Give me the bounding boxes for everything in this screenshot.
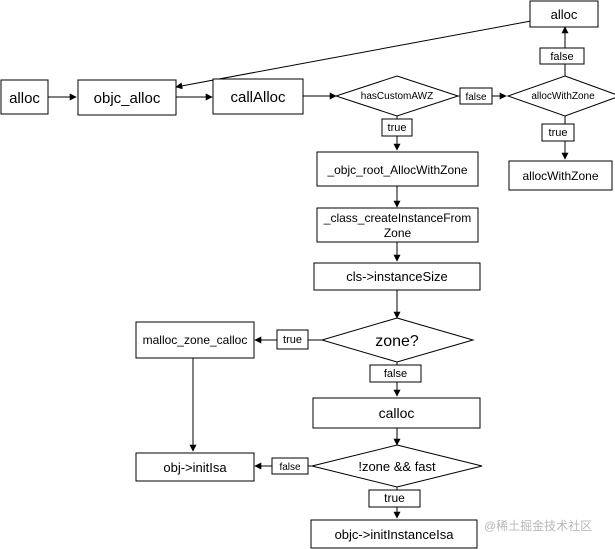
decision-zone-label: zone?	[375, 333, 419, 350]
label-allocwithzone-true-text: true	[549, 127, 568, 139]
label-zone-false-text: false	[384, 368, 407, 380]
label-zonefast-false: false	[271, 457, 309, 475]
node-class-createinstance-line1: _class_createInstanceFrom	[323, 211, 471, 225]
node-calloc-label: calloc	[379, 405, 415, 421]
label-hascustomawz-false-text: false	[465, 92, 487, 103]
node-objc-alloc-label: objc_alloc	[94, 90, 161, 107]
label-zone-true-text: true	[283, 334, 302, 346]
node-alloc-top: alloc	[529, 0, 599, 28]
node-class-createinstance-line2: Zone	[384, 226, 412, 240]
label-zonefast-true-text: true	[384, 491, 405, 505]
decision-zone-and-fast: !zone && fast	[311, 444, 483, 488]
label-zone-true: true	[276, 329, 309, 350]
node-malloc-zone-calloc-label: malloc_zone_calloc	[143, 333, 248, 347]
node-obj-initisa: obj->initIsa	[135, 452, 255, 482]
decision-zone: zone?	[320, 317, 475, 363]
node-class-createinstancefromzone: _class_createInstanceFrom Zone	[316, 207, 479, 243]
node-alloc-start-label: alloc	[9, 90, 40, 107]
node-objc-alloc: objc_alloc	[77, 79, 177, 116]
node-objc-root-allocwithzone-label: _objc_root_AllocWithZone	[326, 163, 467, 177]
label-allocwithzone-false-text: false	[550, 51, 573, 63]
label-zonefast-true: true	[368, 489, 421, 508]
label-zone-false: false	[369, 364, 422, 383]
decision-hascustomawz: hasCustomAWZ	[334, 75, 460, 117]
node-obj-initisa-label: obj->initIsa	[163, 460, 227, 475]
node-alloc-top-label: alloc	[551, 7, 578, 22]
edge-alloc-top-to-objc-alloc	[175, 20, 532, 90]
decision-allocwithzone-label: allocWithZone	[531, 91, 595, 102]
label-hascustomawz-true: true	[381, 118, 413, 137]
watermark: @稀土掘金技术社区	[484, 518, 592, 533]
decision-allocwithzone: allocWithZone	[506, 75, 615, 117]
label-zonefast-false-text: false	[279, 462, 301, 473]
node-objc-initinstanceisa: objc->initInstanceIsa	[310, 519, 478, 549]
node-allocwithzone-box: allocWithZone	[508, 160, 613, 191]
node-objc-initinstanceisa-label: objc->initInstanceIsa	[335, 527, 455, 542]
label-allocwithzone-false: false	[539, 47, 585, 65]
node-callalloc: callAlloc	[212, 78, 304, 115]
decision-zone-and-fast-label: !zone && fast	[358, 459, 436, 474]
node-calloc: calloc	[312, 397, 481, 429]
label-allocwithzone-true: true	[541, 123, 575, 142]
decision-hascustomawz-label: hasCustomAWZ	[361, 91, 433, 102]
node-instancesize: cls->instanceSize	[313, 262, 481, 291]
node-allocwithzone-box-label: allocWithZone	[522, 169, 598, 183]
label-hascustomawz-true-text: true	[388, 122, 407, 134]
node-callalloc-label: callAlloc	[230, 89, 286, 106]
node-malloc-zone-calloc: malloc_zone_calloc	[135, 321, 255, 359]
node-alloc-start: alloc	[0, 79, 49, 115]
label-hascustomawz-false: false	[459, 87, 493, 105]
node-instancesize-label: cls->instanceSize	[346, 269, 448, 284]
node-objc-root-allocwithzone: _objc_root_AllocWithZone	[316, 151, 479, 187]
